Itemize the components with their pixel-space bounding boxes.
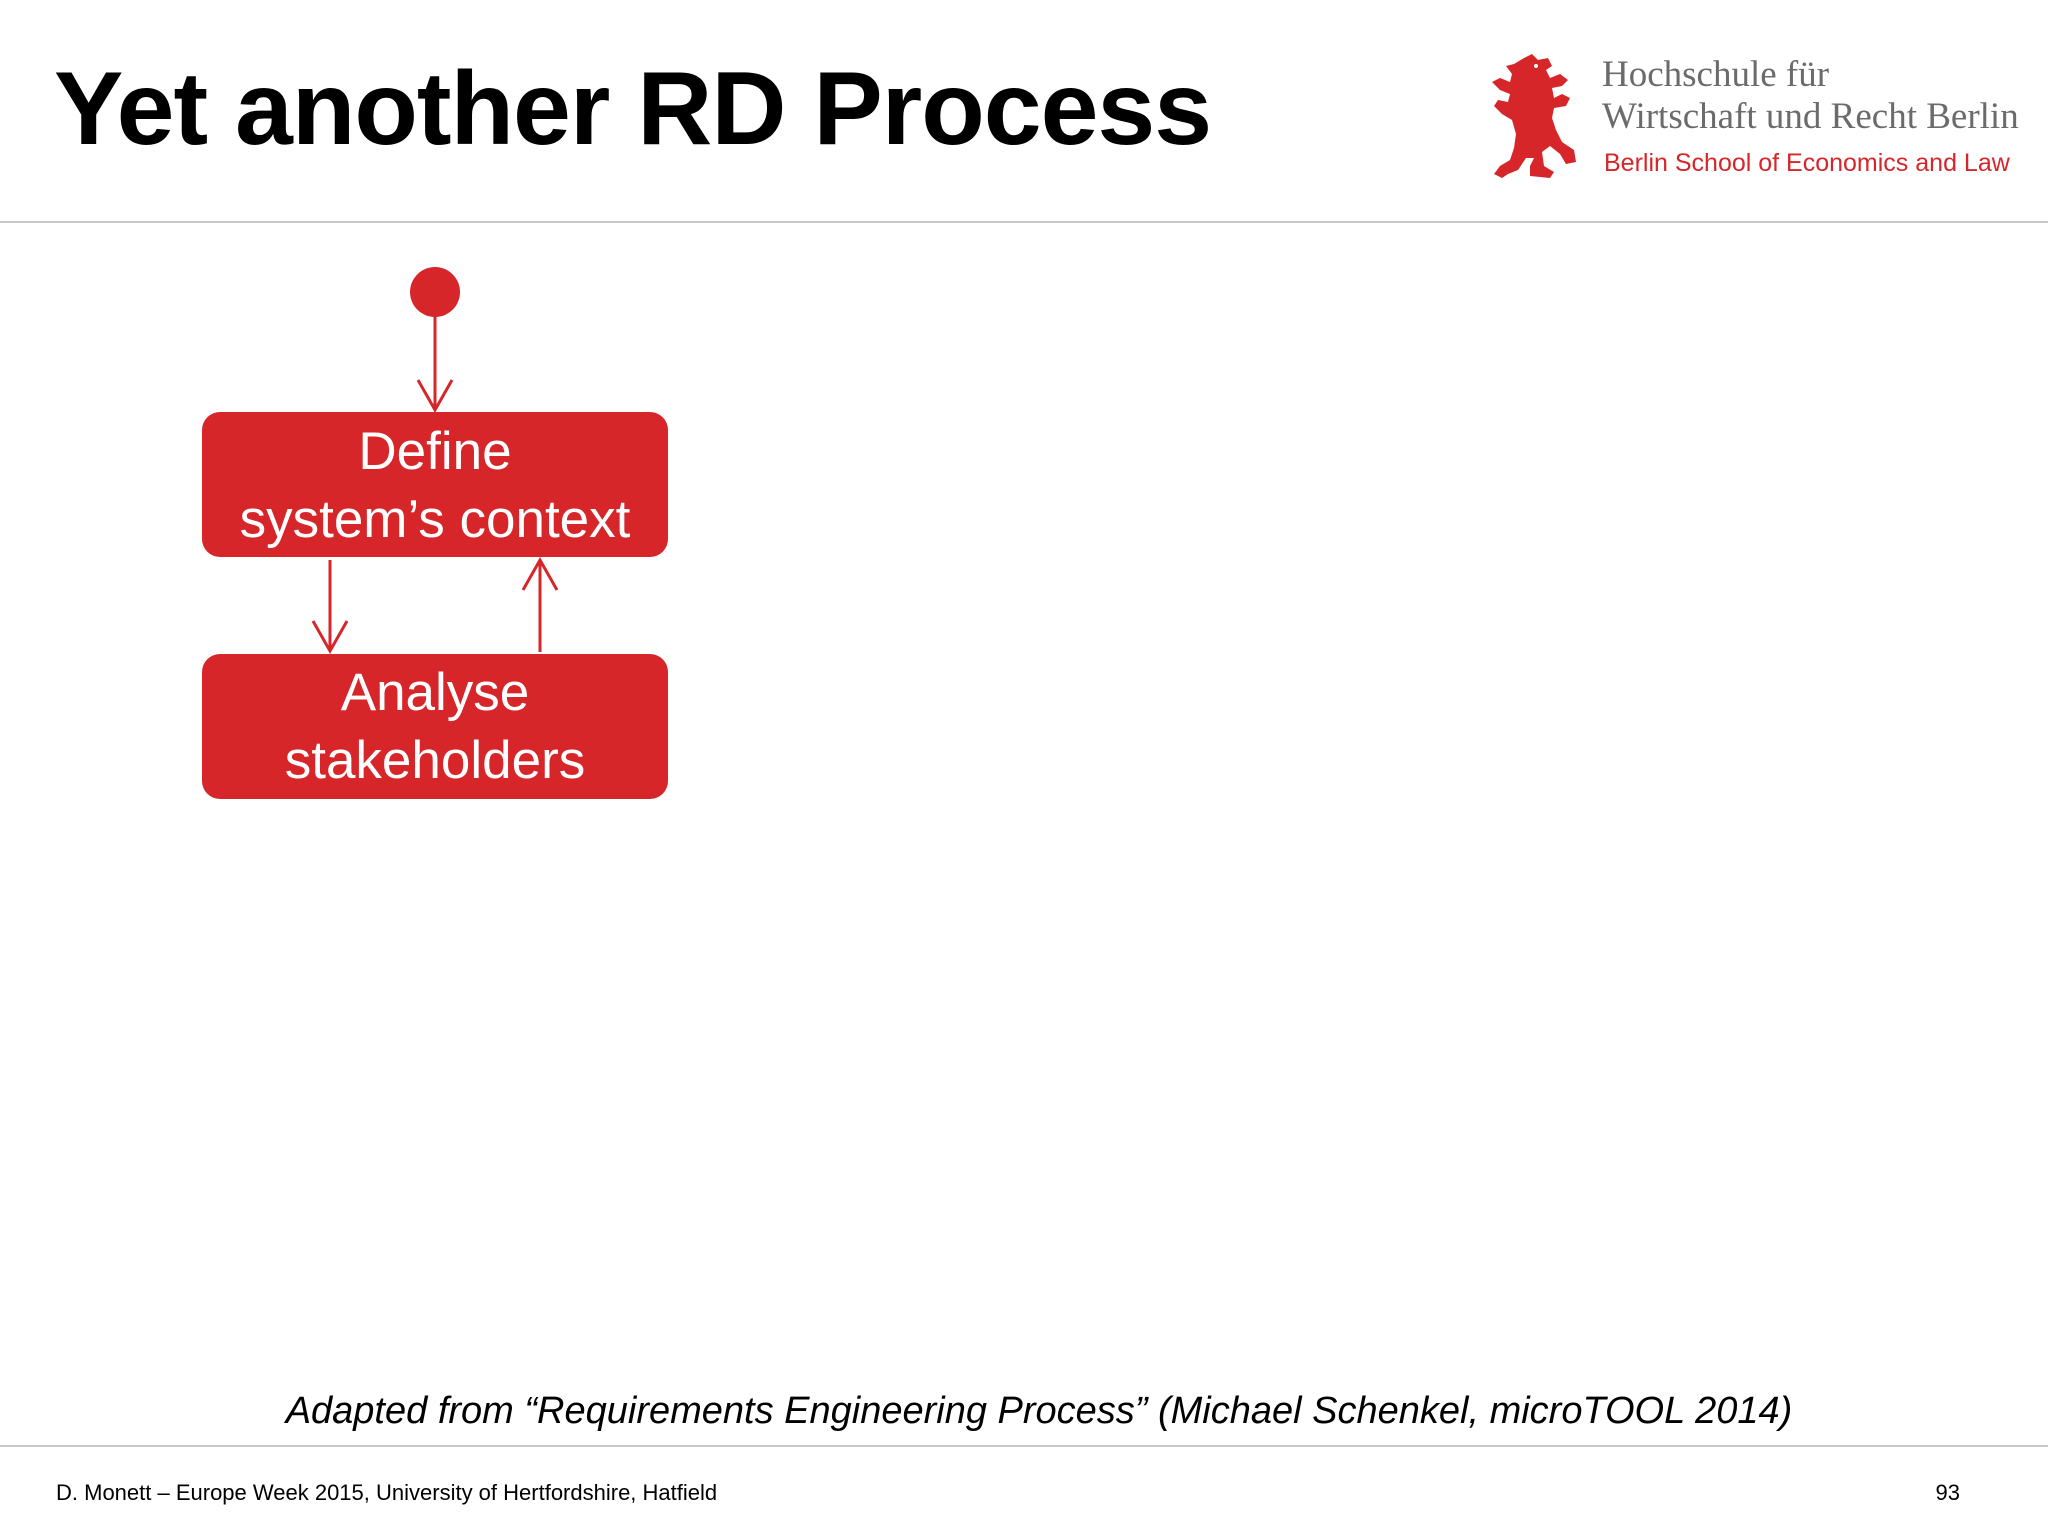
logo-english-name: Berlin School of Economics and Law (1604, 149, 2010, 177)
berlin-bear-icon (1492, 54, 1576, 178)
initial-node (410, 267, 460, 317)
activity-define-context-line2: system’s context (239, 490, 631, 549)
logo-name-line1: Hochschule für (1602, 54, 1830, 95)
page-number: 93 (1935, 1480, 1960, 1505)
footer-divider (0, 1445, 2048, 1447)
activity-define-context-line1: Define (358, 422, 512, 481)
arrow-stakeholders-to-context (521, 556, 559, 652)
logo-name-line2: Wirtschaft und Recht Berlin (1602, 96, 2019, 137)
activity-analyse-stakeholders-line2: stakeholders (284, 731, 586, 790)
header-divider (0, 221, 2048, 223)
activity-define-context-label: Define system’s context (202, 418, 668, 554)
source-citation: Adapted from “Requirements Engineering P… (285, 1390, 1793, 1432)
arrow-context-to-stakeholders (311, 560, 349, 655)
arrow-start-to-context (416, 316, 454, 414)
activity-analyse-stakeholders-line1: Analyse (340, 663, 530, 722)
slide-title: Yet another RD Process (54, 51, 1212, 167)
footer-event: D. Monett – Europe Week 2015, University… (56, 1480, 718, 1505)
university-logo: Hochschule für Wirtschaft und Recht Berl… (1480, 54, 2040, 184)
activity-analyse-stakeholders-label: Analyse stakeholders (202, 659, 668, 795)
